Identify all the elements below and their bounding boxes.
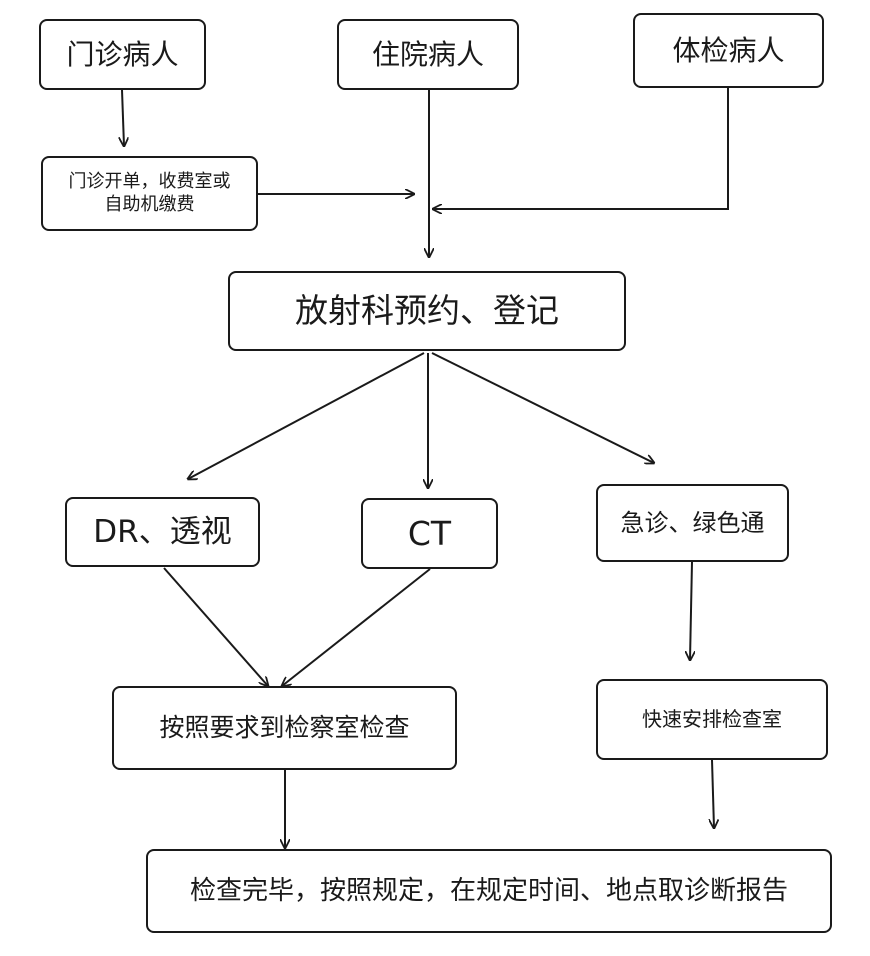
node-outpatient: 门诊病人 [39, 19, 206, 90]
node-fast-arrange-label: 快速安排检查室 [642, 707, 782, 731]
node-exam-room: 按照要求到检察室检查 [112, 686, 457, 770]
arrow-outpatient-to-payment [122, 89, 124, 146]
arrow-dr-to-exam-room [163, 567, 268, 686]
node-payment: 门诊开单，收费室或 自助机缴费 [41, 156, 258, 231]
arrow-checkup-to-main-line [433, 88, 729, 209]
node-ct-label: CT [407, 513, 452, 553]
node-exam-room-label: 按照要求到检察室检查 [159, 713, 410, 743]
arrow-fast-arrange-to-report [712, 759, 714, 828]
node-dr-label: DR、透视 [93, 513, 232, 550]
node-inpatient-label: 住院病人 [371, 38, 484, 71]
node-emergency-label: 急诊、绿色通 [620, 509, 765, 537]
node-registration-label: 放射科预约、登记 [295, 291, 559, 331]
node-fast-arrange: 快速安排检查室 [596, 679, 828, 760]
node-outpatient-label: 门诊病人 [66, 38, 179, 71]
node-dr: DR、透视 [65, 497, 260, 567]
node-report-label: 检查完毕，按照规定，在规定时间、地点取诊断报告 [189, 875, 788, 906]
node-emergency: 急诊、绿色通 [596, 484, 789, 562]
node-registration: 放射科预约、登记 [228, 271, 626, 351]
node-payment-label-line2: 自助机缴费 [104, 193, 195, 215]
node-report: 检查完毕，按照规定，在规定时间、地点取诊断报告 [146, 849, 832, 933]
arrow-emergency-to-fast-arrange [690, 561, 692, 660]
node-checkup: 体检病人 [633, 13, 824, 88]
node-payment-label-line1: 门诊开单，收费室或 [68, 171, 231, 192]
node-ct: CT [361, 498, 498, 569]
arrow-ct-to-exam-room [282, 568, 431, 686]
arrow-registration-to-dr [188, 352, 425, 479]
node-inpatient: 住院病人 [337, 19, 519, 90]
node-checkup-label: 体检病人 [672, 34, 785, 67]
arrow-registration-to-emergency [431, 352, 654, 463]
